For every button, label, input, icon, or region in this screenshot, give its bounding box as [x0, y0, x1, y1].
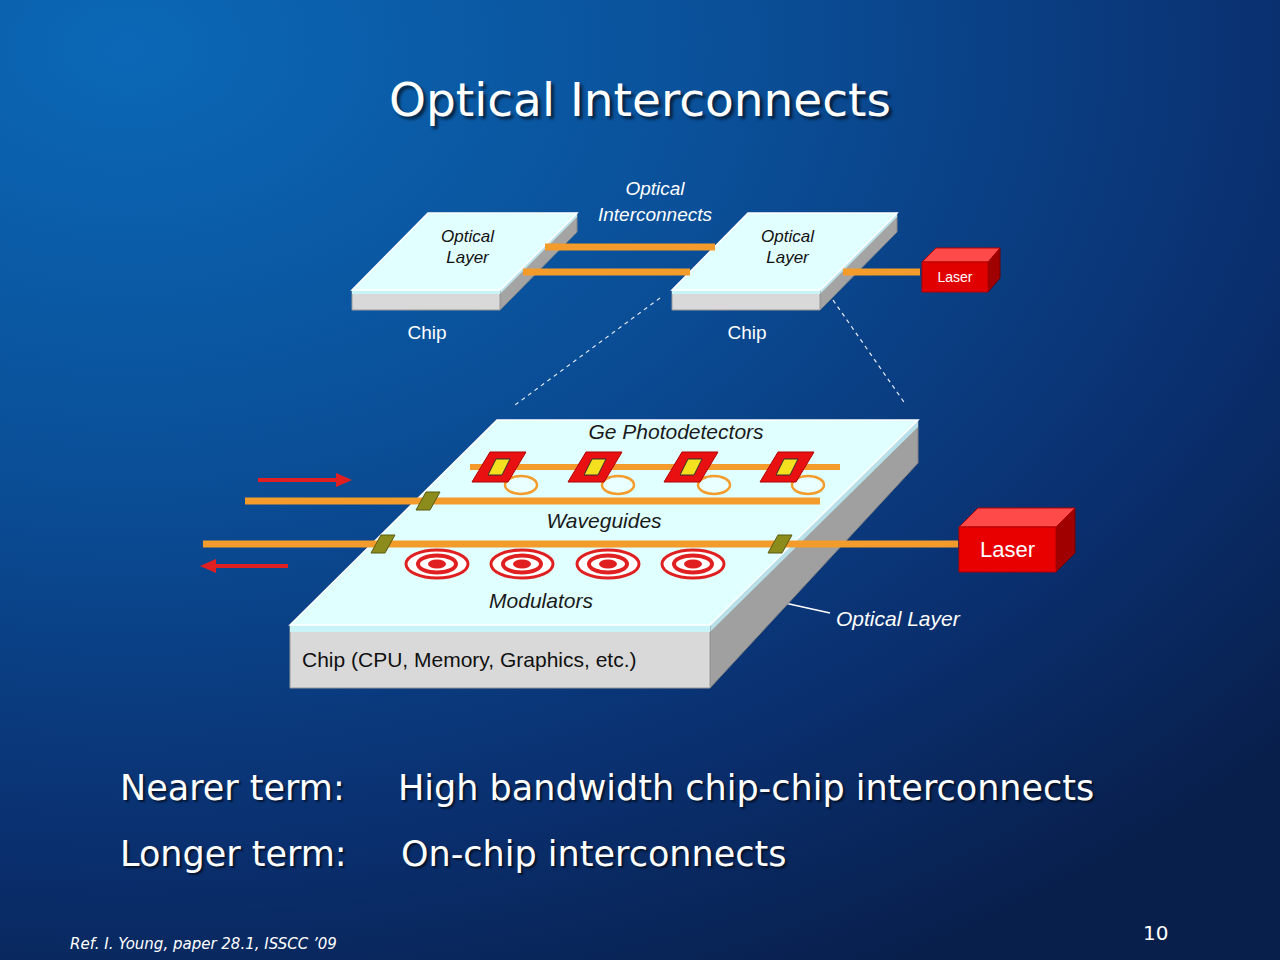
- modulator-core: [599, 560, 617, 569]
- optical-link: [900, 269, 920, 276]
- chip-top-face: [290, 420, 918, 625]
- modulator-ring: [577, 550, 639, 578]
- modulator-core: [513, 560, 531, 569]
- page-number: 10: [1143, 921, 1168, 945]
- ring-resonator: [698, 476, 730, 494]
- photodetector-junction: [584, 459, 606, 475]
- block-text: Chip (CPU, Memory, Graphics, etc.): [290, 632, 710, 688]
- modulator-ring: [589, 556, 627, 573]
- modulator-ring: [662, 550, 724, 578]
- waveguide: [670, 244, 715, 251]
- modulator: [577, 550, 639, 578]
- arrow-head: [200, 559, 216, 573]
- photodetector: [568, 452, 622, 482]
- ring-resonator: [602, 476, 634, 494]
- optical-link: [580, 247, 670, 272]
- chip-block: Optical LayerChip: [670, 210, 900, 350]
- chip-block: Chip (CPU, Memory, Graphics, etc.): [288, 418, 920, 690]
- photodetector: [760, 452, 814, 482]
- photodetector: [664, 452, 718, 482]
- bullet-text: High bandwidth chip-chip interconnects: [398, 768, 1094, 808]
- zoom-line: [515, 298, 660, 405]
- coupler: [416, 492, 440, 510]
- photodetector-body: [760, 452, 814, 482]
- waveguide: [203, 541, 920, 548]
- chip-front: [290, 625, 710, 688]
- modulator-ring: [491, 550, 553, 578]
- photodetector-junction: [776, 459, 798, 475]
- block-text: Laser: [922, 262, 988, 292]
- block-text: Laser: [959, 527, 1056, 572]
- waveguide: [545, 244, 580, 251]
- coupler-shape: [768, 535, 792, 553]
- modulator-ring: [406, 550, 468, 578]
- coupler-shape: [416, 492, 440, 510]
- photodetector-body: [664, 452, 718, 482]
- modulator-ring: [503, 556, 541, 573]
- photodetector-junction: [488, 459, 510, 475]
- chip-caption: Chip: [352, 322, 502, 344]
- waveguide: [245, 498, 820, 505]
- photodetector-body: [472, 452, 526, 482]
- laser-top: [959, 508, 1075, 527]
- component-label: Waveguides: [546, 509, 661, 533]
- arrow-head: [336, 473, 352, 487]
- bullet-heading: Longer term:: [120, 834, 347, 874]
- waveguide: [523, 269, 580, 276]
- coupler: [768, 535, 792, 553]
- chip-front: [352, 290, 500, 310]
- laser-block: Laser: [920, 246, 1002, 294]
- component-label: Modulators: [489, 589, 593, 613]
- bullet-text: On-chip interconnects: [401, 834, 786, 874]
- block-text: Optical Layer: [430, 226, 505, 269]
- chip-block: Optical LayerChip: [350, 210, 580, 350]
- signal-arrow: [258, 478, 338, 482]
- modulator: [406, 550, 468, 578]
- waveguide: [670, 269, 690, 276]
- modulator-core: [684, 560, 702, 569]
- component-label: Ge Photodetectors: [588, 420, 763, 444]
- modulator-ring: [674, 556, 712, 573]
- modulator: [662, 550, 724, 578]
- link-label: Optical Interconnects: [585, 176, 725, 227]
- bullet-heading: Nearer term:: [120, 768, 345, 808]
- photodetector-body: [568, 452, 622, 482]
- chip-caption: Chip: [672, 322, 822, 344]
- block-text: Optical Layer: [750, 226, 825, 269]
- slide-title: Optical Interconnects: [0, 72, 1280, 127]
- optical-link: [920, 541, 958, 548]
- laser-top: [922, 248, 1000, 262]
- chip-top-face: [352, 213, 577, 290]
- laser-front: [959, 527, 1056, 572]
- optical-layer-front: [290, 625, 710, 632]
- modulator: [491, 550, 553, 578]
- coupler-shape: [371, 535, 395, 553]
- callout-label: Optical Layer: [836, 607, 960, 631]
- reference-note: Ref. I. Young, paper 28.1, ISSCC ’09: [70, 935, 337, 953]
- chip-front: [672, 290, 820, 310]
- laser-block: Laser: [958, 505, 1078, 575]
- zoom-line: [833, 300, 906, 405]
- modulator-ring: [418, 556, 456, 573]
- coupler: [371, 535, 395, 553]
- photodetector-junction: [680, 459, 702, 475]
- laser-front: [922, 262, 988, 292]
- photodetector: [472, 452, 526, 482]
- modulator-core: [428, 560, 446, 569]
- signal-arrow: [214, 564, 288, 568]
- waveguide: [843, 269, 900, 276]
